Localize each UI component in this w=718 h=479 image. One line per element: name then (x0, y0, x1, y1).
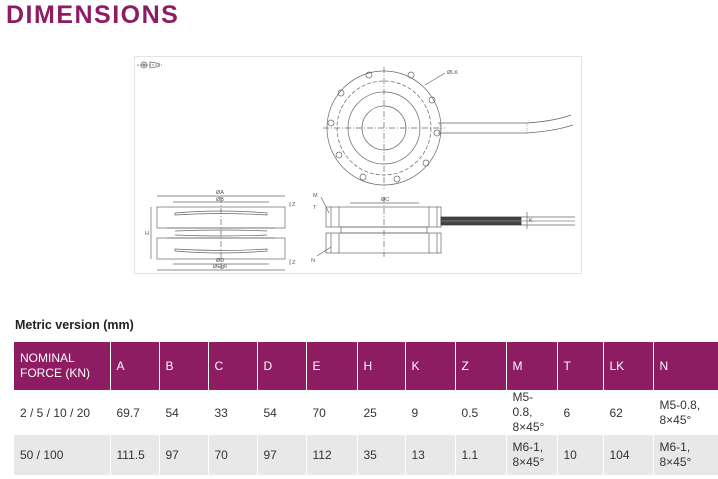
col-header-z: Z (454, 342, 506, 390)
cell-c: 33 (207, 390, 257, 435)
label-dia-d: ØD (216, 258, 224, 264)
col-header-d: D (256, 342, 306, 390)
col-header-lk: LK (602, 342, 653, 390)
cell-k: 13 (404, 435, 455, 475)
cell-d: 54 (256, 390, 306, 435)
label-dia-c: ØC (381, 197, 389, 203)
cell-h: 35 (356, 435, 405, 475)
top-view (323, 67, 574, 189)
cell-lk: 104 (602, 435, 653, 475)
cell-n: M5-0.8, 8×45° (652, 390, 718, 435)
side-view (150, 195, 291, 271)
col-header-nominal-force: NOMINAL FORCE (KN) (14, 342, 110, 390)
table-row: 50 / 100 111.5 97 70 97 112 35 13 1.1 M6… (14, 435, 718, 475)
label-k: K (529, 218, 533, 224)
cell-h: 25 (356, 390, 405, 435)
label-dia-b: ØB (216, 197, 224, 203)
cell-a: 69.7 (109, 390, 159, 435)
cell-t: 10 (556, 435, 603, 475)
col-header-c: C (207, 342, 257, 390)
col-header-a: A (109, 342, 159, 390)
cell-c: 70 (207, 435, 257, 475)
projection-symbol-icon (137, 61, 162, 69)
label-z-bottom: Z (292, 260, 296, 266)
col-header-b: B (158, 342, 208, 390)
cell-z: 0.5 (454, 390, 506, 435)
label-z: Z (292, 202, 296, 208)
front-view (316, 196, 575, 257)
cell-e: 70 (305, 390, 357, 435)
table-header-row: NOMINAL FORCE (KN) A B C D E H K Z M T L… (14, 342, 718, 390)
cell-b: 54 (158, 390, 208, 435)
label-dia-lk: ØLK (447, 70, 458, 76)
cell-t: 6 (556, 390, 603, 435)
label-dia-e: ØEg6 (213, 264, 227, 270)
cell-d: 97 (256, 435, 306, 475)
cell-a: 111.5 (109, 435, 159, 475)
label-t: T (313, 205, 317, 211)
cell-k: 9 (404, 390, 455, 435)
technical-drawing: ØA ØB ØD ØEg6 H Z Z (134, 56, 582, 274)
cell-m: M6-1, 8×45° (505, 435, 557, 475)
label-n: N (311, 258, 315, 264)
label-dia-a: ØA (216, 190, 224, 196)
table-caption: Metric version (mm) (15, 318, 134, 332)
page-title: DIMENSIONS (6, 1, 180, 29)
label-m: M (313, 193, 318, 199)
col-header-k: K (404, 342, 455, 390)
col-header-e: E (305, 342, 357, 390)
cell-nominal-force: 50 / 100 (14, 435, 110, 475)
cell-z: 1.1 (454, 435, 506, 475)
cell-lk: 62 (602, 390, 653, 435)
cell-b: 97 (158, 435, 208, 475)
col-header-h: H (356, 342, 405, 390)
cell-nominal-force: 2 / 5 / 10 / 20 (14, 390, 110, 435)
table-row: 2 / 5 / 10 / 20 69.7 54 33 54 70 25 9 0.… (14, 390, 718, 435)
cell-m: M5-0.8, 8×45° (505, 390, 557, 435)
label-h: H (145, 231, 149, 237)
cell-n: M6-1, 8×45° (652, 435, 718, 475)
dimensions-table: NOMINAL FORCE (KN) A B C D E H K Z M T L… (14, 342, 718, 475)
cell-e: 112 (305, 435, 357, 475)
col-header-t: T (556, 342, 603, 390)
col-header-m: M (505, 342, 557, 390)
col-header-n: N (652, 342, 718, 390)
